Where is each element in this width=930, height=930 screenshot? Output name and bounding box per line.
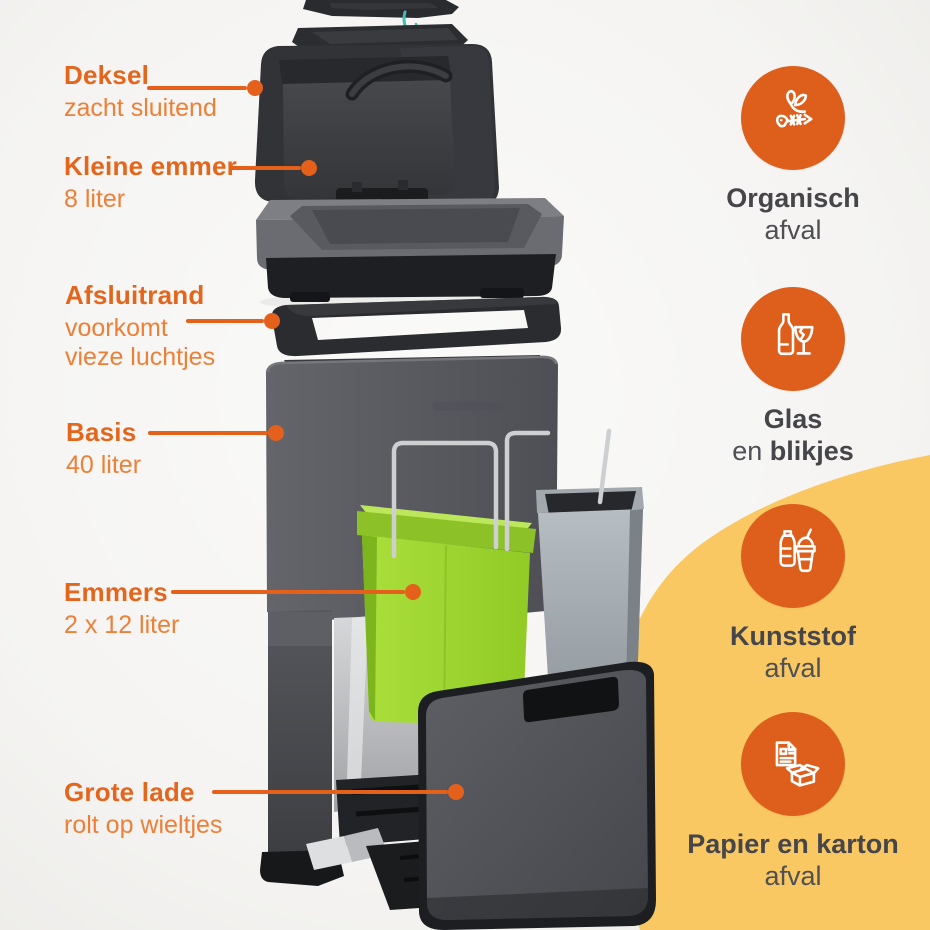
callout-lid: Deksel zacht sluitend: [64, 60, 217, 123]
callout-subtitle: zacht sluitend: [64, 93, 217, 122]
callout-connector-line: [171, 584, 421, 599]
green-inner-bucket: [357, 505, 536, 726]
glass-and-cans-icon: [741, 287, 845, 391]
callout-seal-rim: Afsluitrand voorkomt vieze luchtjes: [65, 280, 215, 373]
waste-type-subtitle: afval: [764, 860, 822, 891]
waste-type-title: Organisch: [726, 183, 860, 213]
drawer: [418, 661, 656, 930]
waste-type-title: Glas: [763, 404, 823, 434]
callout-subtitle: rolt op wieltjes: [64, 810, 223, 839]
callout-connector-line: [148, 425, 284, 440]
waste-type-title: Papier en karton: [687, 829, 899, 859]
callout-base: Basis 40 liter: [66, 417, 141, 480]
callout-title: Grote lade: [64, 777, 195, 807]
callout-small-bucket: Kleine emmer 8 liter: [64, 151, 237, 214]
callout-subtitle: 2 x 12 liter: [64, 610, 180, 639]
waste-type-paper: Papier en karton afval: [668, 712, 918, 892]
waste-type-organic: Organisch afval: [668, 66, 918, 246]
callout-buckets: Emmers 2 x 12 liter: [64, 577, 179, 640]
callout-title: Kleine emmer: [64, 151, 237, 181]
waste-type-glass: Glas en blikjes: [668, 287, 918, 467]
callout-connector-line: [147, 80, 263, 95]
bucket-wire-handles: [391, 428, 612, 559]
waste-type-title: Kunststof: [730, 621, 856, 651]
small-bucket: [279, 56, 455, 198]
top-tray-unit: [256, 180, 564, 302]
callout-subtitle: voorkomt vieze luchtjes: [65, 313, 216, 372]
callout-title: Emmers: [64, 577, 168, 607]
callout-title: Deksel: [64, 60, 150, 90]
gray-inner-bucket: [536, 487, 644, 694]
organic-waste-icon: [741, 66, 845, 170]
callout-title: Basis: [66, 417, 137, 447]
callout-connector-line: [229, 160, 317, 175]
callout-drawer: Grote lade rolt op wieltjes: [64, 777, 222, 840]
callout-title: Afsluitrand: [65, 280, 205, 310]
seal-rim: [271, 296, 562, 357]
waste-type-subtitle: afval: [764, 652, 822, 683]
paper-and-cardboard-waste-icon: [741, 712, 845, 816]
callout-connector-line: [212, 784, 464, 799]
callout-subtitle: 40 liter: [66, 450, 142, 479]
waste-type-subtitle: en blikjes: [732, 435, 854, 466]
plastic-waste-icon: [741, 504, 845, 608]
waste-type-plastic: Kunststof afval: [668, 504, 918, 684]
mini-lid: [303, 0, 459, 35]
callout-connector-line: [186, 313, 280, 328]
callout-subtitle: 8 liter: [64, 184, 126, 213]
waste-type-subtitle: afval: [764, 214, 822, 245]
